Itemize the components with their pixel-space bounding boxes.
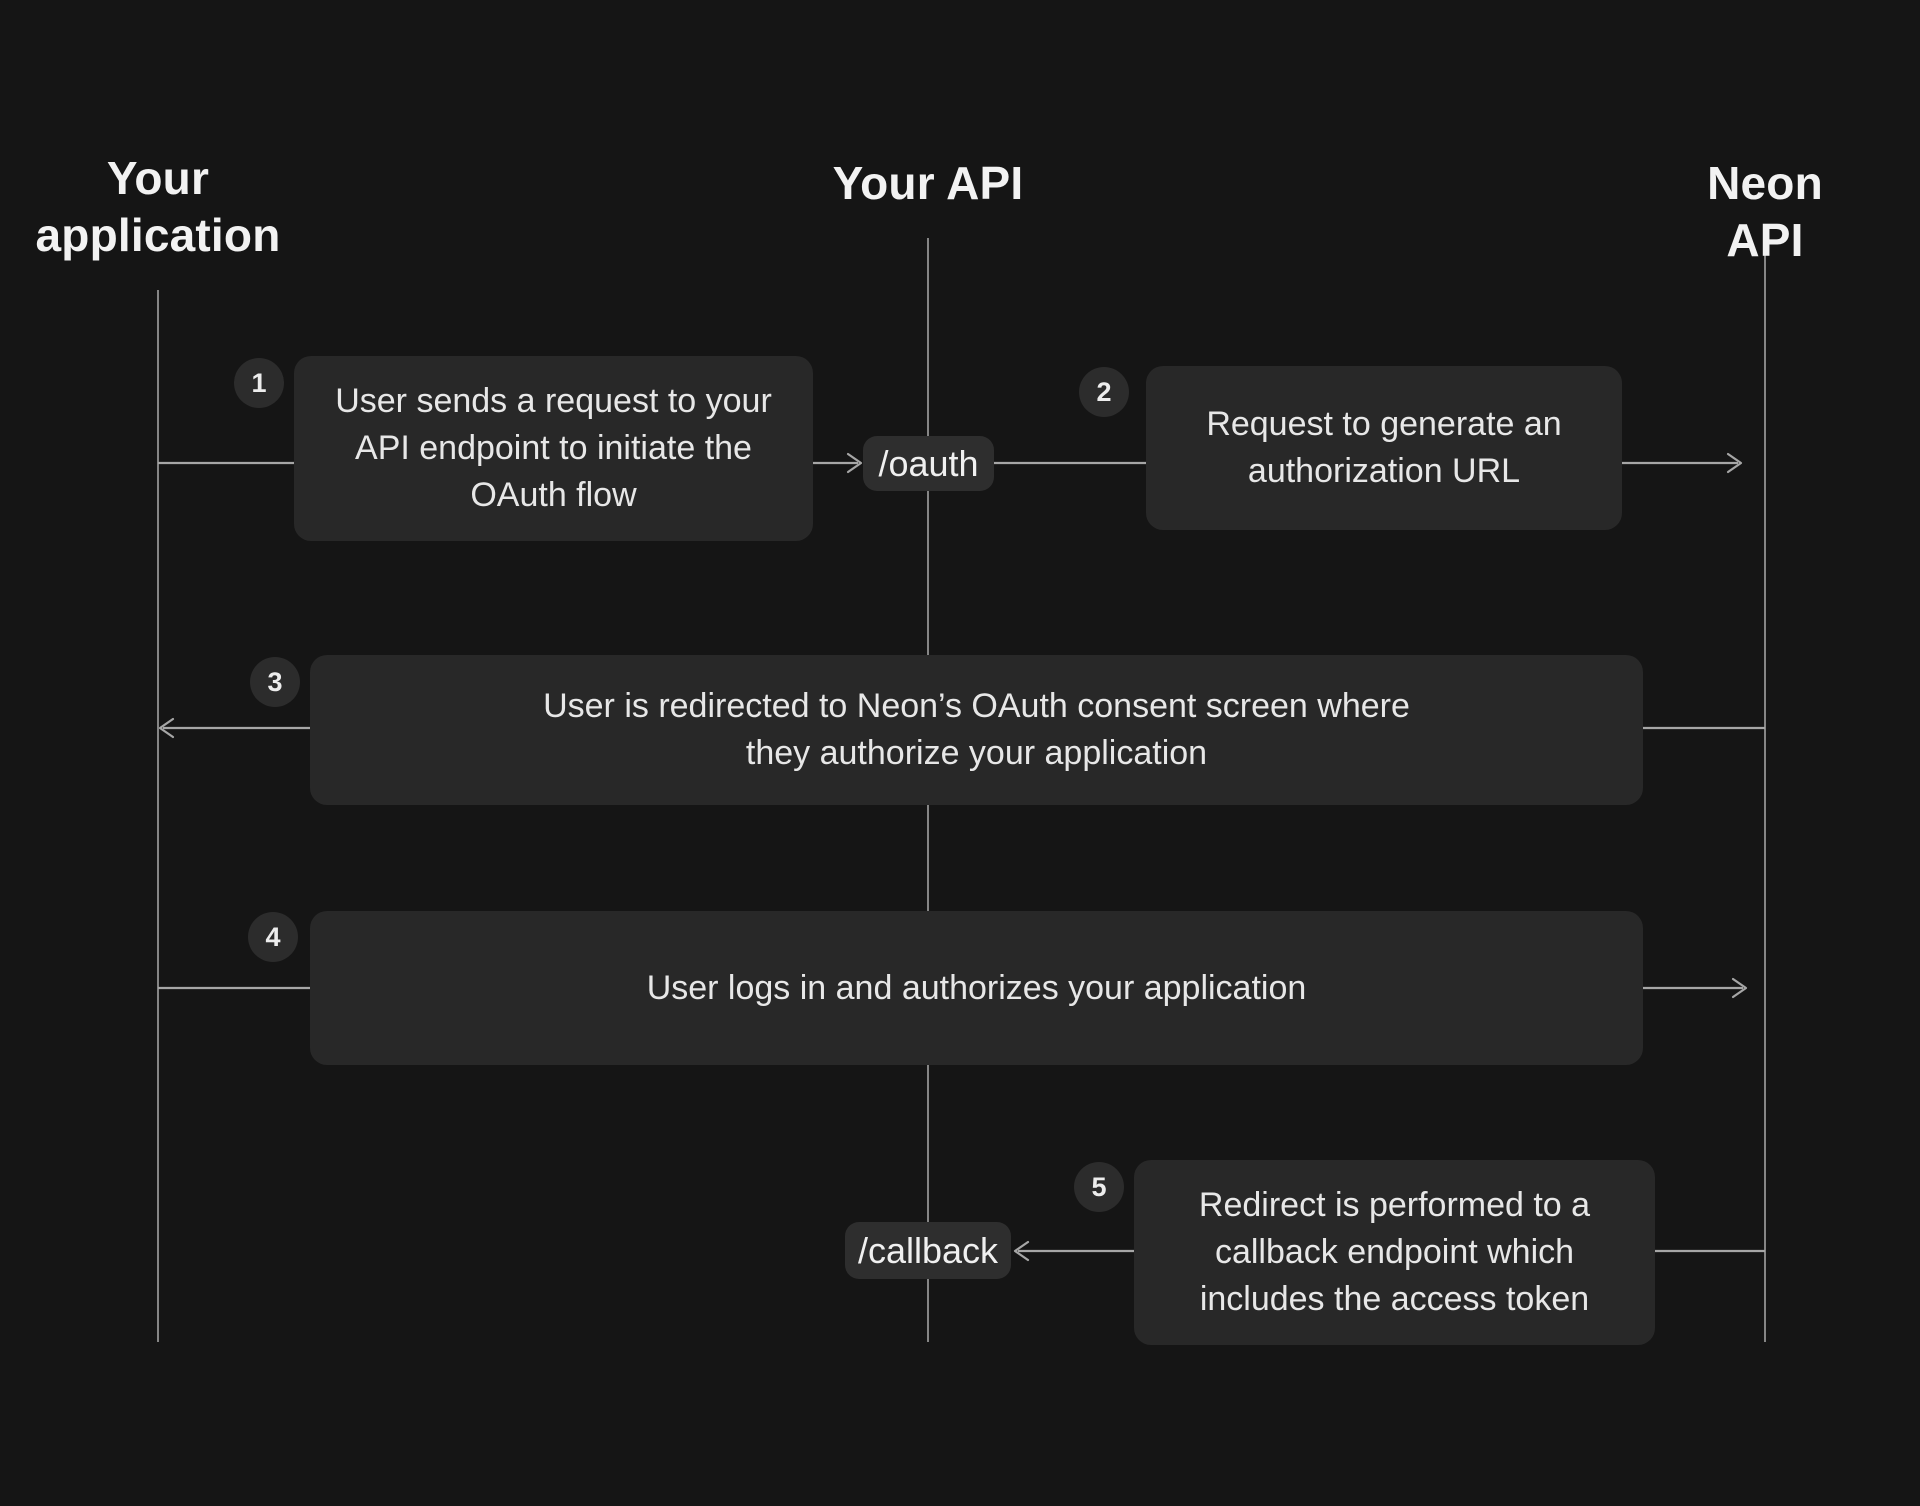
- step-4-message-text: User logs in and authorizes your applica…: [646, 968, 1307, 1007]
- actor-label-your-application: Your application: [35, 152, 281, 261]
- step-2-message-text: Request to generate an authorization URL: [1206, 405, 1562, 490]
- step-4-message-box: User logs in and authorizes your applica…: [310, 911, 1643, 1065]
- arrowhead-left-icon: [1013, 1240, 1030, 1262]
- step-4-number-badge: 4: [248, 912, 298, 962]
- step-5-number-badge: 5: [1074, 1162, 1124, 1212]
- step-3-number-badge: 3: [250, 657, 300, 707]
- step-5-message-text: Redirect is performed to a callback endp…: [1198, 1186, 1591, 1318]
- step-1-message-text: User sends a request to your API endpoin…: [335, 382, 772, 514]
- step-1-number-badge: 1: [234, 358, 284, 408]
- step-2-message-box: Request to generate an authorization URL: [1146, 366, 1622, 530]
- arrowhead-right-icon: [1726, 452, 1743, 474]
- arrowhead-left-icon: [158, 717, 175, 739]
- arrowhead-right-icon: [1731, 977, 1748, 999]
- step-3-message-box: User is redirected to Neon’s OAuth conse…: [310, 655, 1643, 805]
- callback-endpoint-pill: /callback: [845, 1222, 1011, 1279]
- oauth-endpoint-pill: /oauth: [863, 436, 994, 491]
- actor-label-your-api: Your API: [832, 157, 1024, 209]
- step-3-message-text: User is redirected to Neon’s OAuth conse…: [543, 687, 1410, 772]
- step-5-message-box: Redirect is performed to a callback endp…: [1134, 1160, 1655, 1345]
- actor-label-neon-api: Neon API: [1707, 157, 1823, 266]
- arrowhead-right-icon: [846, 452, 863, 474]
- step-2-number-badge: 2: [1079, 367, 1129, 417]
- step-1-message-box: User sends a request to your API endpoin…: [294, 356, 813, 541]
